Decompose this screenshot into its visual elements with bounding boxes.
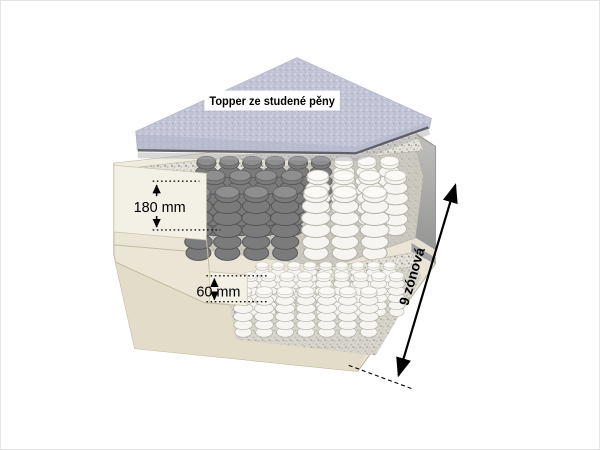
topper-shadow: [137, 129, 431, 162]
lower-height-value: 60 mm: [196, 285, 240, 301]
dimension-180mm: 180 mm: [134, 180, 221, 231]
mattress-topper: Topper ze studené pěny: [135, 57, 432, 162]
upper-height-value: 180 mm: [134, 200, 186, 216]
zones-double-arrow-icon: [396, 183, 458, 378]
topper-label: Topper ze studené pěny: [209, 94, 335, 108]
lower-layer-cut-face: [209, 271, 248, 307]
topper-front-face: [135, 122, 429, 154]
cut-edge-line: [205, 239, 210, 272]
mattress-body: [113, 129, 436, 372]
topper-label-box: [204, 90, 340, 111]
dimension-60mm: 60 mm: [196, 275, 269, 303]
topper-underside-edge: [137, 126, 429, 155]
dashed-leader-line: [348, 364, 414, 390]
